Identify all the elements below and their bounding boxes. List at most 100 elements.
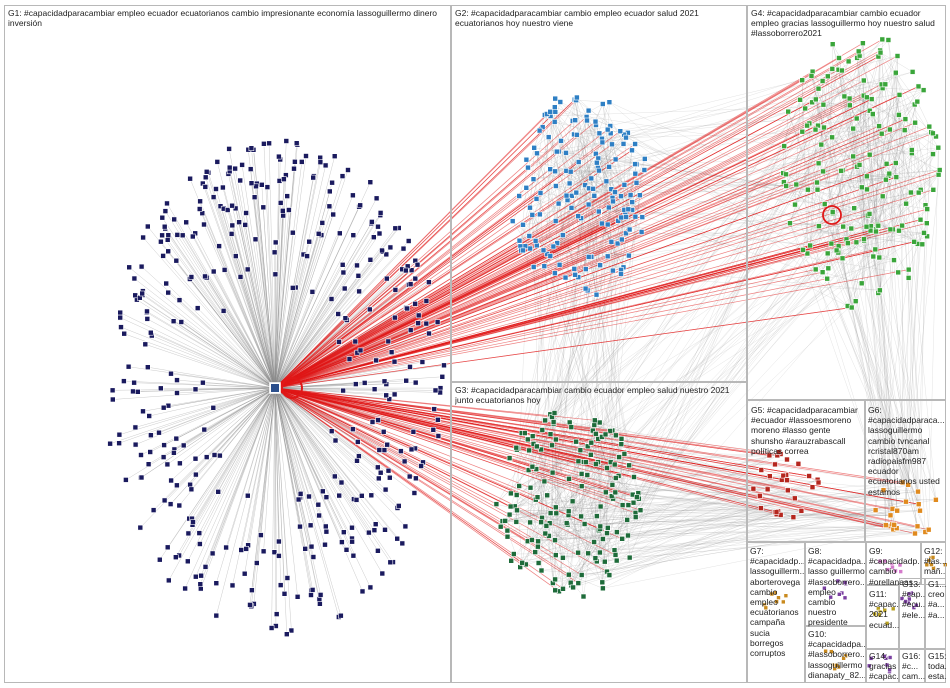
- edge: [605, 492, 895, 525]
- edge: [206, 277, 276, 389]
- edge: [170, 373, 276, 389]
- edge: [205, 387, 276, 567]
- group-box-g9: [866, 542, 921, 585]
- edge: [519, 169, 645, 241]
- node: [160, 404, 167, 411]
- node: [878, 130, 885, 137]
- edge: [528, 125, 808, 451]
- edge: [544, 481, 886, 526]
- node: [392, 314, 398, 321]
- edge: [229, 167, 276, 389]
- node: [879, 36, 886, 43]
- node: [302, 545, 309, 552]
- node: [520, 247, 526, 254]
- node: [107, 440, 113, 447]
- edge: [866, 189, 915, 242]
- edge: [274, 387, 360, 457]
- node: [408, 446, 415, 453]
- node: [310, 174, 317, 181]
- edge: [274, 387, 353, 539]
- node: [229, 582, 236, 589]
- node: [158, 385, 164, 392]
- edge: [526, 159, 865, 241]
- node: [426, 279, 432, 286]
- node: [894, 507, 901, 514]
- edge: [514, 506, 579, 584]
- edge: [529, 134, 625, 237]
- node: [866, 211, 873, 217]
- edge: [576, 100, 600, 171]
- edge: [555, 538, 623, 591]
- edge: [822, 105, 850, 172]
- edge: [571, 125, 611, 428]
- edge: [578, 223, 603, 278]
- node: [860, 77, 867, 84]
- edge: [526, 187, 600, 423]
- edge: [789, 223, 909, 485]
- node: [903, 200, 909, 207]
- node: [369, 419, 376, 425]
- edge: [549, 467, 608, 524]
- node: [147, 449, 153, 455]
- node: [332, 437, 339, 444]
- edge: [274, 383, 387, 389]
- edge: [554, 171, 618, 244]
- edge: [274, 269, 816, 389]
- node: [391, 391, 398, 398]
- node: [568, 424, 575, 430]
- node: [551, 119, 558, 125]
- edge: [274, 387, 276, 553]
- node: [252, 236, 259, 243]
- edge: [807, 162, 896, 190]
- edge: [274, 84, 882, 389]
- node: [216, 243, 222, 249]
- node: [162, 208, 169, 214]
- node: [352, 338, 359, 345]
- node: [241, 570, 248, 577]
- node: [930, 151, 936, 157]
- edge: [611, 163, 636, 190]
- edge: [536, 153, 545, 267]
- node: [237, 177, 243, 184]
- node: [537, 211, 543, 218]
- node: [192, 386, 199, 393]
- edge: [222, 187, 276, 389]
- edge: [786, 185, 880, 258]
- node: [593, 431, 599, 437]
- node: [631, 474, 637, 480]
- node: [614, 240, 621, 247]
- node: [144, 308, 150, 315]
- node: [350, 552, 357, 559]
- node: [784, 477, 790, 484]
- node: [808, 73, 815, 79]
- edge: [875, 269, 909, 511]
- edge: [112, 387, 276, 400]
- edge: [128, 366, 276, 389]
- node: [621, 451, 628, 457]
- edge: [202, 213, 276, 389]
- edge: [274, 272, 344, 389]
- node: [203, 169, 210, 175]
- node: [213, 580, 220, 587]
- edge: [578, 524, 895, 553]
- node: [196, 530, 203, 536]
- edge: [821, 144, 893, 525]
- node: [920, 87, 927, 93]
- node: [533, 443, 540, 450]
- node: [787, 220, 793, 226]
- node: [574, 132, 580, 138]
- edge: [274, 387, 311, 526]
- edge: [832, 44, 878, 225]
- edge: [164, 228, 276, 389]
- edge: [583, 195, 641, 597]
- node: [897, 562, 903, 568]
- node: [580, 593, 587, 600]
- edge: [274, 387, 277, 615]
- node: [258, 182, 265, 188]
- node: [899, 222, 905, 229]
- node: [536, 127, 543, 134]
- node: [634, 494, 640, 500]
- node: [407, 281, 414, 288]
- edge: [602, 142, 839, 253]
- node: [519, 559, 526, 566]
